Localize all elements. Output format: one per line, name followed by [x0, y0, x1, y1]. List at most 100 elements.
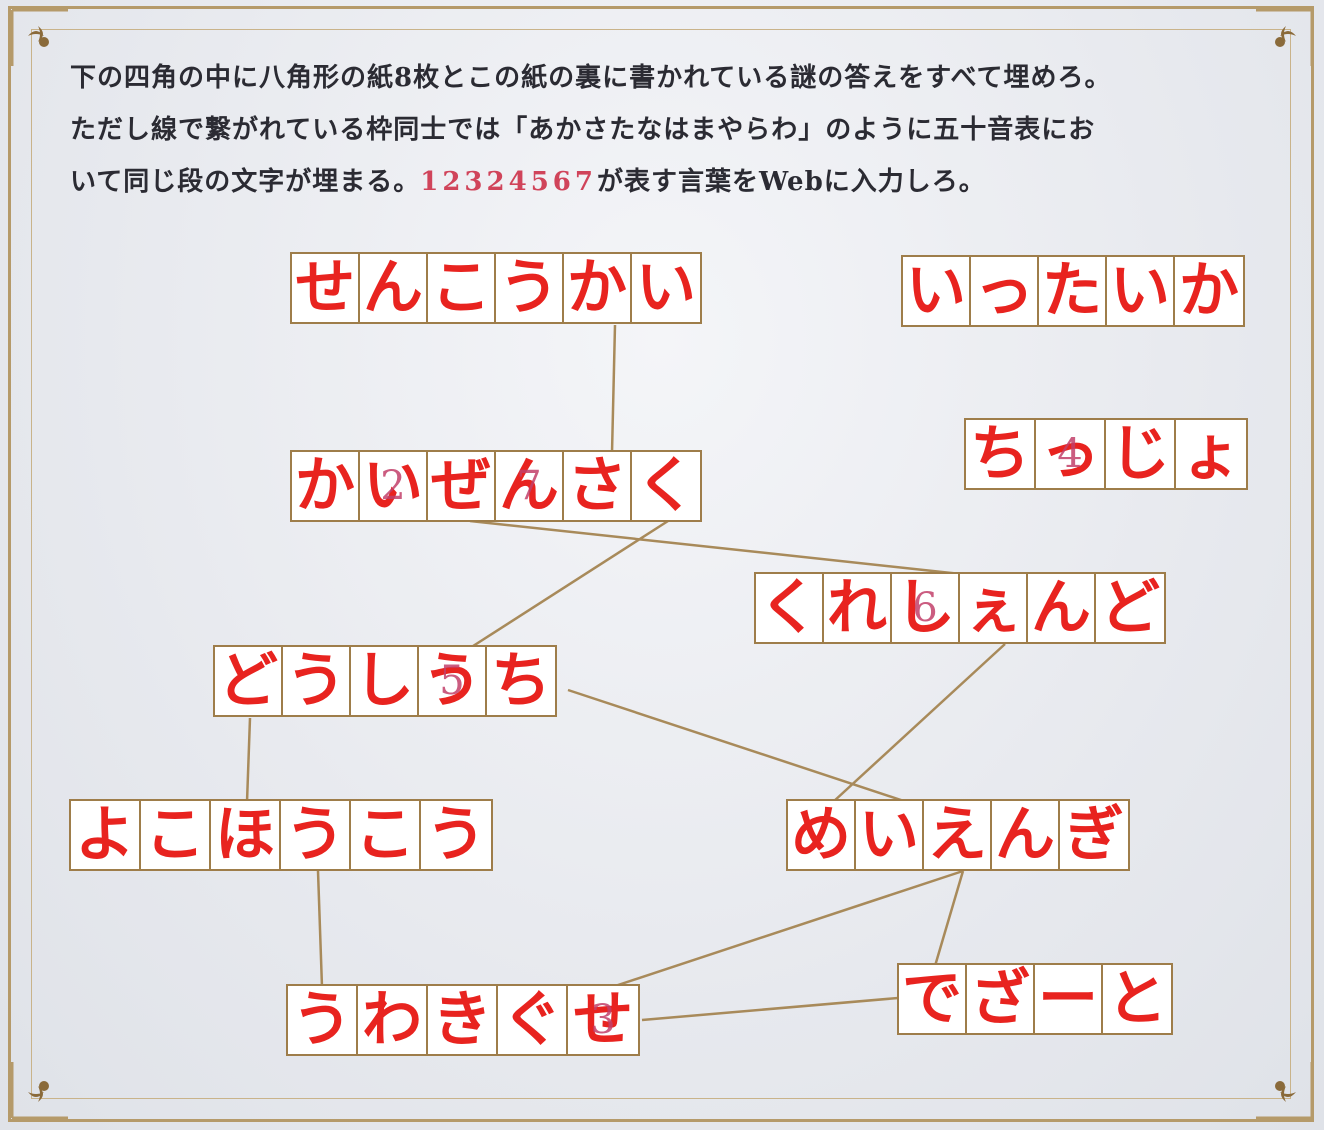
kana-letter: う [499, 253, 559, 323]
letter-cell[interactable]: う [421, 801, 491, 869]
kana-letter: し [354, 646, 414, 716]
letter-cell[interactable]: う [281, 801, 351, 869]
letter-cell[interactable]: き [428, 986, 498, 1054]
instruction-line-3-start: いて同じ段の文字が埋まる。 [70, 167, 421, 197]
kana-letter: ど [218, 646, 278, 716]
letter-cell[interactable]: か [292, 452, 360, 520]
letter-cell[interactable]: よ [71, 801, 141, 869]
letter-cell[interactable]: ど [215, 647, 283, 715]
letter-cell[interactable]: え [924, 801, 992, 869]
letter-cell[interactable]: か [1175, 257, 1243, 325]
kana-letter: こ [355, 800, 415, 870]
letter-cell[interactable]: こ [428, 254, 496, 322]
letter-cell[interactable]: く [756, 574, 824, 642]
kana-letter: う [422, 646, 482, 716]
letter-cell[interactable]: し [351, 647, 419, 715]
kana-letter: よ [75, 800, 135, 870]
letter-cell[interactable]: こ [351, 801, 421, 869]
connector-line [832, 643, 1006, 803]
letter-cell[interactable]: ん [992, 801, 1060, 869]
kana-letter: じ [1110, 419, 1170, 489]
cell-number: 5 [439, 658, 465, 704]
word-box-w10: でざーと [897, 963, 1173, 1035]
instruction-line-3: いて同じ段の文字が埋まる。12324567が表す言葉をWebに入力しろ。 [70, 156, 1270, 208]
kana-letter: ち [491, 646, 551, 716]
instruction-line-2: ただし線で繋がれている枠同士では「あかさたなはまやらわ」のように五十音表にお [70, 115, 1096, 145]
kana-letter: れ [827, 573, 887, 643]
kana-letter: っ [1040, 419, 1100, 489]
instruction-line-3-end: が表す言葉をWebに入力しろ。 [596, 167, 986, 197]
letter-cell[interactable]: じ [1106, 420, 1176, 488]
kana-letter: ぇ [963, 573, 1023, 643]
letter-cell[interactable]: せ [292, 254, 360, 322]
letter-cell[interactable]: い [903, 257, 971, 325]
letter-cell[interactable]: ぇ [960, 574, 1028, 642]
letter-cell[interactable]: く [632, 452, 700, 520]
kana-letter: ん [499, 451, 559, 521]
instruction-line-1: 下の四角の中に八角形の紙8枚とこの紙の裏に書かれている謎の答えをすべて埋めろ。 [70, 63, 1112, 93]
cell-number: 6 [912, 585, 938, 631]
kana-letter: ほ [215, 800, 275, 870]
kana-letter: い [363, 451, 423, 521]
letter-cell[interactable]: ー [1035, 965, 1103, 1033]
letter-cell[interactable]: ど [1096, 574, 1164, 642]
cell-number: 3 [590, 997, 616, 1043]
letter-cell[interactable]: ぐ [498, 986, 568, 1054]
word-box-w7: よこほうこう [69, 799, 493, 871]
letter-cell[interactable]: う [496, 254, 564, 322]
kana-letter: き [432, 985, 492, 1055]
kana-letter: か [295, 451, 355, 521]
letter-cell[interactable]: こ [141, 801, 211, 869]
letter-cell[interactable]: い [856, 801, 924, 869]
kana-letter: う [426, 800, 486, 870]
letter-cell[interactable]: い [632, 254, 700, 322]
letter-cell[interactable]: ぜ [428, 452, 496, 520]
kana-letter: せ [573, 985, 633, 1055]
letter-cell[interactable]: う [283, 647, 351, 715]
kana-letter: く [636, 451, 696, 521]
letter-cell[interactable]: た [1039, 257, 1107, 325]
letter-cell[interactable]: か [564, 254, 632, 322]
letter-cell[interactable]: と [1103, 965, 1171, 1033]
letter-cell[interactable]: め [788, 801, 856, 869]
kana-letter: さ [567, 451, 627, 521]
connector-line [567, 688, 908, 804]
letter-cell[interactable]: ん [360, 254, 428, 322]
kana-letter: ー [1038, 964, 1098, 1034]
kana-letter: ぎ [1064, 800, 1124, 870]
letter-cell[interactable]: ぎ [1060, 801, 1128, 869]
letter-cell[interactable]: ち [487, 647, 555, 715]
letter-cell[interactable]: っ [971, 257, 1039, 325]
letter-cell[interactable]: ん [1028, 574, 1096, 642]
corner-ornament-icon [10, 1062, 68, 1120]
letter-cell[interactable]: で [899, 965, 967, 1033]
kana-letter: ょ [1181, 419, 1241, 489]
letter-cell[interactable]: さ [564, 452, 632, 520]
letter-cell[interactable]: ょ [1176, 420, 1246, 488]
kana-letter: え [927, 800, 987, 870]
kana-letter: こ [431, 253, 491, 323]
kana-letter: い [636, 253, 696, 323]
kana-letter: せ [295, 253, 355, 323]
letter-cell[interactable]: れ [824, 574, 892, 642]
kana-letter: う [285, 800, 345, 870]
letter-cell[interactable]: ち [966, 420, 1036, 488]
word-box-w8: めいえんぎ [786, 799, 1130, 871]
letter-cell[interactable]: い [1107, 257, 1175, 325]
letter-cell[interactable]: わ [358, 986, 428, 1054]
letter-cell[interactable]: ほ [211, 801, 281, 869]
letter-cell[interactable]: う [288, 986, 358, 1054]
letter-cell[interactable]: ざ [967, 965, 1035, 1033]
kana-letter: わ [362, 985, 422, 1055]
kana-letter: ん [1031, 573, 1091, 643]
